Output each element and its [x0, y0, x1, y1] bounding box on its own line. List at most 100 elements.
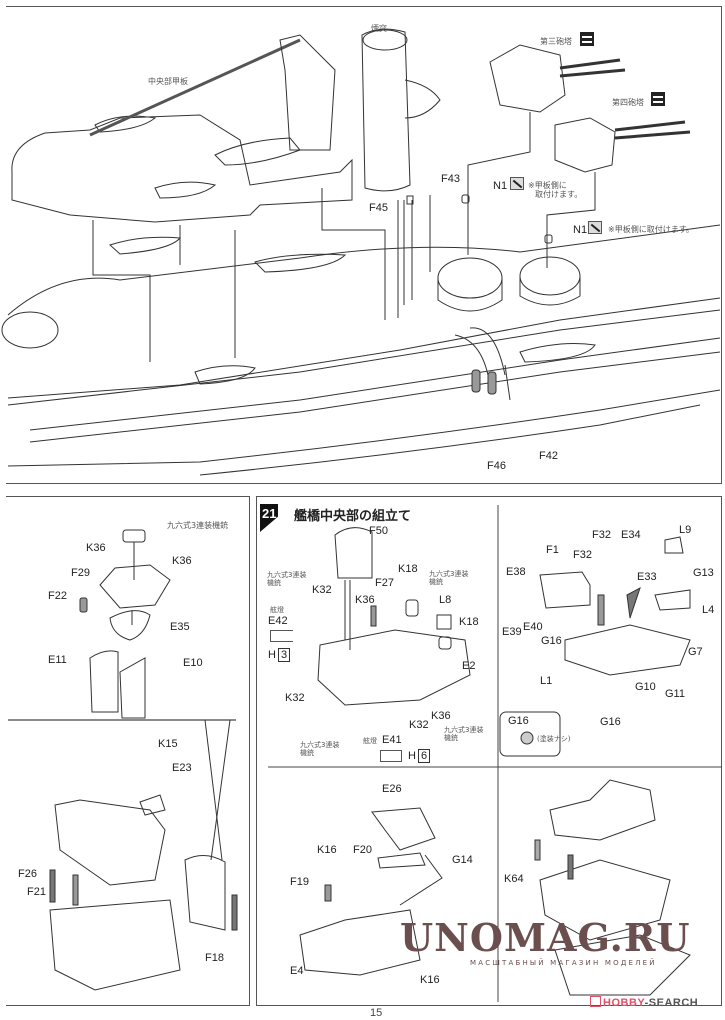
label-e26: E26: [382, 783, 402, 795]
label-f18: F18: [205, 952, 224, 964]
label-e40: E40: [523, 621, 543, 633]
hobbysearch-logo-icon: [590, 996, 601, 1007]
aa-gun-tr-line1: 九六式3連装: [429, 570, 469, 578]
label-g10: G10: [635, 681, 656, 693]
aa-gun-bl-line2: 機銃: [300, 749, 314, 758]
hull-drawing: [1, 28, 721, 476]
label-e33: E33: [637, 571, 657, 583]
label-k16-bottom: K16: [420, 974, 440, 986]
n1-note-a-line2: 取付けます。: [535, 190, 583, 200]
label-g16-b: G16: [600, 716, 621, 728]
label-k18-a: K18: [398, 563, 418, 575]
label-g14: G14: [452, 854, 473, 866]
bottom-center-drawing: [299, 807, 443, 976]
aa-gun-tl-line2: 機銃: [267, 579, 281, 588]
label-k32-bottom: K32: [409, 719, 429, 731]
sprue-letter: H: [268, 649, 276, 661]
label-f22: F22: [48, 590, 67, 602]
label-n1-a: N1: [493, 180, 508, 192]
label-aa-gun-br: 九六式3連装機銃: [444, 726, 483, 743]
label-k36-top: K36: [355, 594, 375, 606]
label-e41: E41: [382, 734, 402, 746]
label-e23: E23: [172, 762, 192, 774]
right-upper-drawing: [499, 536, 691, 757]
label-f27: F27: [375, 577, 394, 589]
label-e42: E42: [268, 615, 288, 627]
label-e39: E39: [502, 626, 522, 638]
label-f46: F46: [487, 460, 506, 472]
label-f32-a: F32: [592, 529, 611, 541]
label-k32-left: K32: [285, 692, 305, 704]
n1-note-a: ※甲板側に取付けます。: [528, 181, 582, 199]
label-l9: L9: [679, 524, 692, 536]
label-k64: K64: [504, 873, 524, 885]
label-e38: E38: [506, 566, 526, 578]
hobbysearch-suffix: -SEARCH: [644, 997, 699, 1009]
label-f43: F43: [441, 173, 460, 185]
step21-panel-frame: [256, 496, 722, 1006]
label-k36-a: K36: [86, 542, 106, 554]
note-box-text: (塗装ナシ): [537, 735, 571, 743]
label-f20: F20: [353, 844, 372, 856]
sprue-number: 6: [417, 749, 431, 763]
top-section-frame: [6, 6, 722, 484]
label-f26: F26: [18, 868, 37, 880]
aa-gun-br-line1: 九六式3連装: [444, 726, 484, 734]
aa-gun-tr-line2: 機銃: [429, 578, 443, 587]
aa-gun-bl-line1: 九六式3連装: [300, 741, 340, 749]
watermark-unomag-subtitle: МАСШТАБНЫЙ МАГАЗИН МОДЕЛЕЙ: [470, 959, 657, 967]
step-number: 21: [262, 506, 277, 521]
label-e11: E11: [48, 654, 67, 666]
label-f45: F45: [369, 202, 388, 214]
step21-drawing: [317, 527, 471, 706]
page-number: 15: [370, 1007, 383, 1019]
label-f42: F42: [539, 450, 558, 462]
label-f29: F29: [71, 567, 90, 579]
label-e35: E35: [170, 621, 190, 633]
label-k16-top: K16: [317, 844, 337, 856]
label-e10: E10: [183, 657, 203, 669]
label-f21: F21: [27, 886, 46, 898]
bottom-right-drawing: [534, 779, 691, 996]
n1-note-b: ※甲板側に取付けます。: [608, 225, 694, 234]
label-k36-b: K36: [172, 555, 192, 567]
label-k18-b: K18: [459, 616, 479, 628]
no-glue-icon: [510, 177, 524, 190]
label-k15: K15: [158, 738, 178, 750]
label-searchlight-a: 舷燈: [270, 606, 284, 614]
watermark-unomag: UNOMAG.RU: [400, 915, 691, 960]
label-e2: E2: [462, 660, 476, 672]
label-searchlight-b: 舷燈: [363, 737, 377, 745]
label-center-deck: 中央部甲板: [148, 77, 188, 86]
label-f32-b: F32: [573, 549, 592, 561]
label-n1-b: N1: [573, 224, 588, 236]
note-box-outline: [499, 711, 561, 757]
label-l4: L4: [702, 604, 715, 616]
label-k32-top: K32: [312, 584, 332, 596]
label-aa-gun: 九六式3連装機銃: [167, 521, 229, 530]
step-title: 艦橋中央部の組立て: [294, 509, 412, 524]
sprue-h3-icon: [270, 630, 293, 642]
n1-note-a-line1: ※甲板側に: [528, 181, 567, 190]
left-lower-drawing: [49, 794, 238, 991]
aa-gun-br-line2: 機銃: [444, 734, 458, 743]
label-f19: F19: [290, 876, 309, 888]
sprue-h6-icon: [380, 750, 402, 762]
note-box-part: G16: [508, 715, 529, 727]
label-turret-3: 第三砲塔: [540, 37, 572, 46]
label-g16-a: G16: [541, 635, 562, 647]
label-g11: G11: [665, 688, 685, 700]
rotate-icon: [651, 92, 665, 106]
label-e4: E4: [290, 965, 304, 977]
label-aa-gun-tl: 九六式3連装機銃: [267, 571, 306, 588]
callout-line: [210, 719, 231, 861]
no-glue-icon: [588, 221, 602, 234]
label-l8: L8: [439, 594, 452, 606]
label-f50: F50: [369, 525, 388, 537]
left-panel-frame: [6, 496, 250, 1006]
label-g7: G7: [688, 646, 703, 658]
label-l1: L1: [540, 675, 553, 687]
label-e34: E34: [621, 529, 641, 541]
